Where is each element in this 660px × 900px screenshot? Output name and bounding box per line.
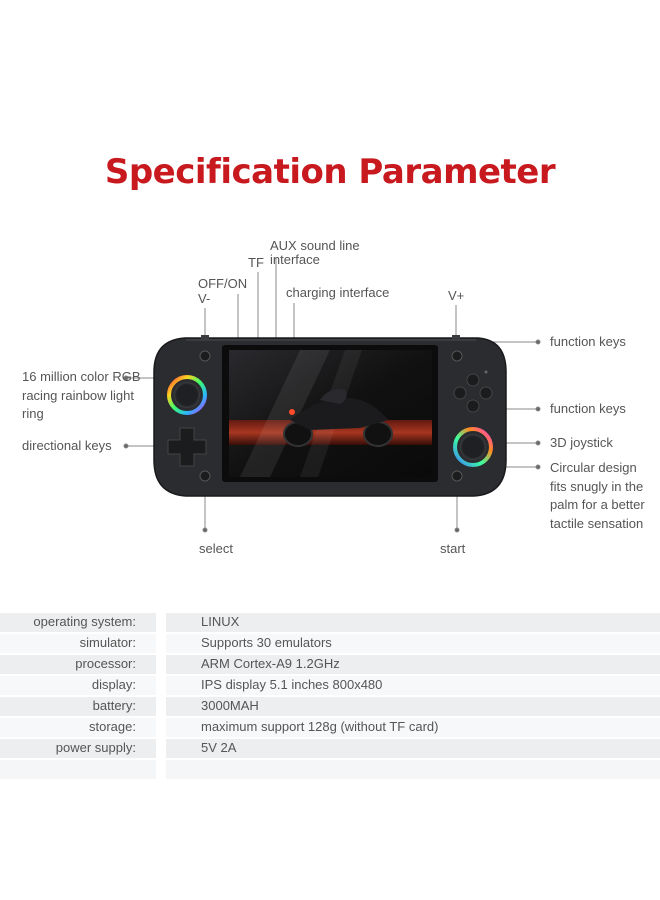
joystick-label: 3D joystick: [550, 435, 613, 450]
console-diagram: [123, 258, 541, 533]
function-keys-top-label: function keys: [550, 334, 626, 349]
spec-value: 3000MAH: [201, 698, 259, 713]
spec-key: display:: [91, 677, 136, 692]
spec-row: processor: ARM Cortex-A9 1.2GHz: [0, 654, 660, 675]
circular-design-label: Circular design fits snugly in the palm …: [550, 460, 645, 531]
spec-key: storage:: [89, 719, 136, 734]
tf-label: TF: [248, 255, 264, 270]
spec-value: ARM Cortex-A9 1.2GHz: [201, 656, 340, 671]
offon-label: OFF/ON: [198, 276, 248, 291]
page-title: Specification Parameter: [104, 152, 556, 192]
charging-label: charging interface: [286, 285, 390, 300]
spec-key: battery:: [92, 698, 136, 713]
spec-row: operating system: LINUX: [0, 612, 660, 633]
spec-key: power supply:: [55, 740, 136, 755]
spec-value: maximum support 128g (without TF card): [201, 719, 439, 734]
spec-row: simulator: Supports 30 emulators: [0, 633, 660, 654]
spec-row: power supply: 5V 2A: [0, 738, 660, 759]
select-label: select: [199, 541, 233, 556]
spec-key: operating system:: [33, 614, 136, 629]
spec-row: battery: 3000MAH: [0, 696, 660, 717]
aux-label: AUX sound line interface: [270, 239, 360, 267]
directional-keys-label: directional keys: [22, 438, 112, 453]
spec-row-empty: [0, 759, 660, 780]
spec-row: storage: maximum support 128g (without T…: [0, 717, 660, 738]
spec-value: Supports 30 emulators: [201, 635, 332, 650]
spec-value: LINUX: [201, 614, 240, 629]
rgb-ring-label: 16 million color RGB racing rainbow ligh…: [22, 369, 141, 421]
spec-key: simulator:: [79, 635, 136, 650]
spec-key: processor:: [75, 656, 136, 671]
spec-value: 5V 2A: [201, 740, 237, 755]
spec-table: operating system: LINUX simulator: Suppo…: [0, 612, 660, 780]
function-keys-mid-label: function keys: [550, 401, 626, 416]
aux-label-text: AUX sound line interface: [270, 238, 360, 267]
spec-value: IPS display 5.1 inches 800x480: [201, 677, 383, 692]
start-label: start: [440, 541, 466, 556]
vplus-label: V+: [448, 288, 465, 303]
vminus-label: V-: [198, 291, 211, 306]
spec-row: display: IPS display 5.1 inches 800x480: [0, 675, 660, 696]
